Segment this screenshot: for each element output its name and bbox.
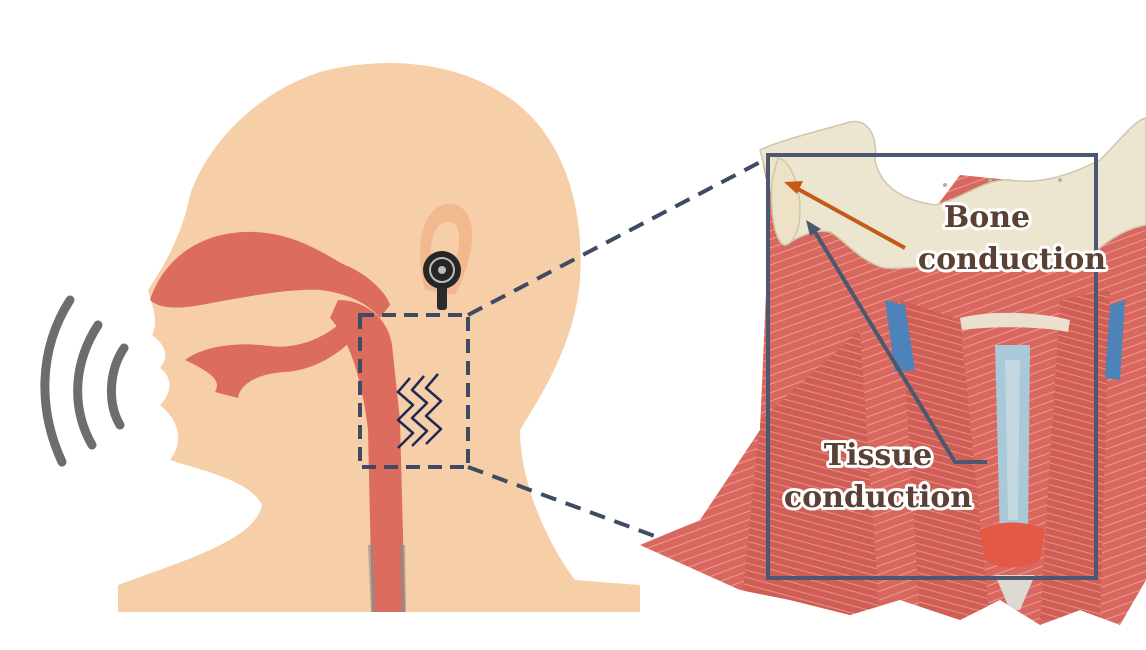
windpipe xyxy=(330,300,405,612)
oral-cavity xyxy=(185,318,365,398)
earbud-icon xyxy=(423,251,461,310)
zoom-detail-frame xyxy=(766,153,1098,580)
tissue-conduction-label: Tissue conduction xyxy=(781,435,975,518)
bone-label-line1: Bone xyxy=(944,200,1030,235)
sound-waves-icon xyxy=(40,295,129,467)
vibration-icon xyxy=(396,373,443,449)
zoom-region-box xyxy=(358,313,470,469)
tissue-label-line2: conduction xyxy=(784,480,972,515)
windpipe-rings xyxy=(368,545,406,612)
tissue-conduction-arrow xyxy=(806,220,987,464)
bone-conduction-label: Bone conduction xyxy=(915,197,1109,280)
bone-label-line2: conduction xyxy=(918,242,1106,277)
tissue-label-line1: Tissue xyxy=(824,438,932,473)
head-illustration xyxy=(118,63,640,613)
nasal-cavity xyxy=(150,231,390,318)
bone-conduction-arrow xyxy=(784,181,906,250)
